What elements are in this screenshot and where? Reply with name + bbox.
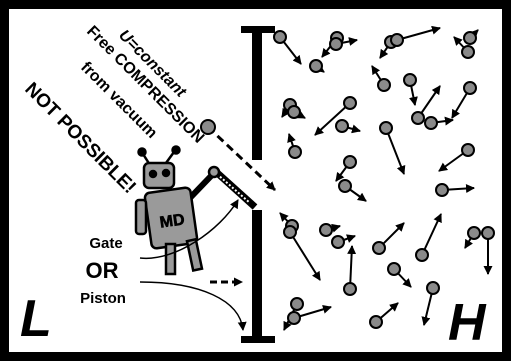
molecule-18	[287, 133, 302, 159]
molecule-3	[329, 37, 358, 51]
right-chamber-label: H	[448, 294, 487, 352]
molecule-22	[438, 143, 475, 172]
molecule-4	[309, 59, 325, 73]
molecule-33	[481, 226, 495, 275]
gate-swing-arrow	[139, 199, 239, 260]
partition-wall-lower	[241, 210, 275, 343]
partition-wall-upper	[241, 26, 275, 160]
molecule-31	[415, 213, 442, 262]
molecule-20	[335, 155, 357, 182]
molecule-14	[314, 96, 357, 136]
molecule-28	[343, 245, 357, 296]
molecule-36	[369, 302, 399, 329]
label-or: OR	[86, 258, 119, 283]
maxwell-demon-robot-icon	[134, 145, 221, 276]
gas-molecules-right	[273, 25, 495, 331]
molecule-12	[424, 116, 454, 130]
molecule-1	[273, 30, 302, 65]
molecule-7	[453, 36, 475, 59]
molecule-10	[403, 73, 418, 106]
label-gate: Gate	[89, 235, 122, 252]
molecule-37	[421, 281, 440, 326]
molecule-26	[319, 223, 341, 237]
molecule-32	[464, 226, 481, 249]
molecule-icon	[200, 119, 216, 135]
molecule-21	[338, 179, 367, 202]
left-chamber-label: L	[20, 290, 52, 348]
molecule-6	[390, 25, 441, 47]
molecule-30	[387, 262, 412, 288]
gate-piston	[211, 167, 258, 210]
molecule-17	[287, 105, 306, 119]
molecule-13	[451, 81, 477, 119]
molecule-25	[283, 225, 321, 281]
robot-tag: MD	[159, 211, 186, 231]
molecule-23	[435, 183, 475, 197]
molecule-29	[372, 222, 405, 255]
molecule-8	[463, 29, 479, 45]
molecule-9	[371, 65, 391, 92]
piston-swing-arrow	[139, 281, 247, 331]
molecule-27	[331, 234, 356, 249]
molecule-35	[287, 304, 332, 325]
molecule-11	[411, 85, 441, 125]
molecule-15	[335, 119, 361, 134]
label-piston: Piston	[80, 290, 126, 307]
molecule-19	[379, 121, 406, 175]
crossing-molecule	[200, 119, 277, 192]
